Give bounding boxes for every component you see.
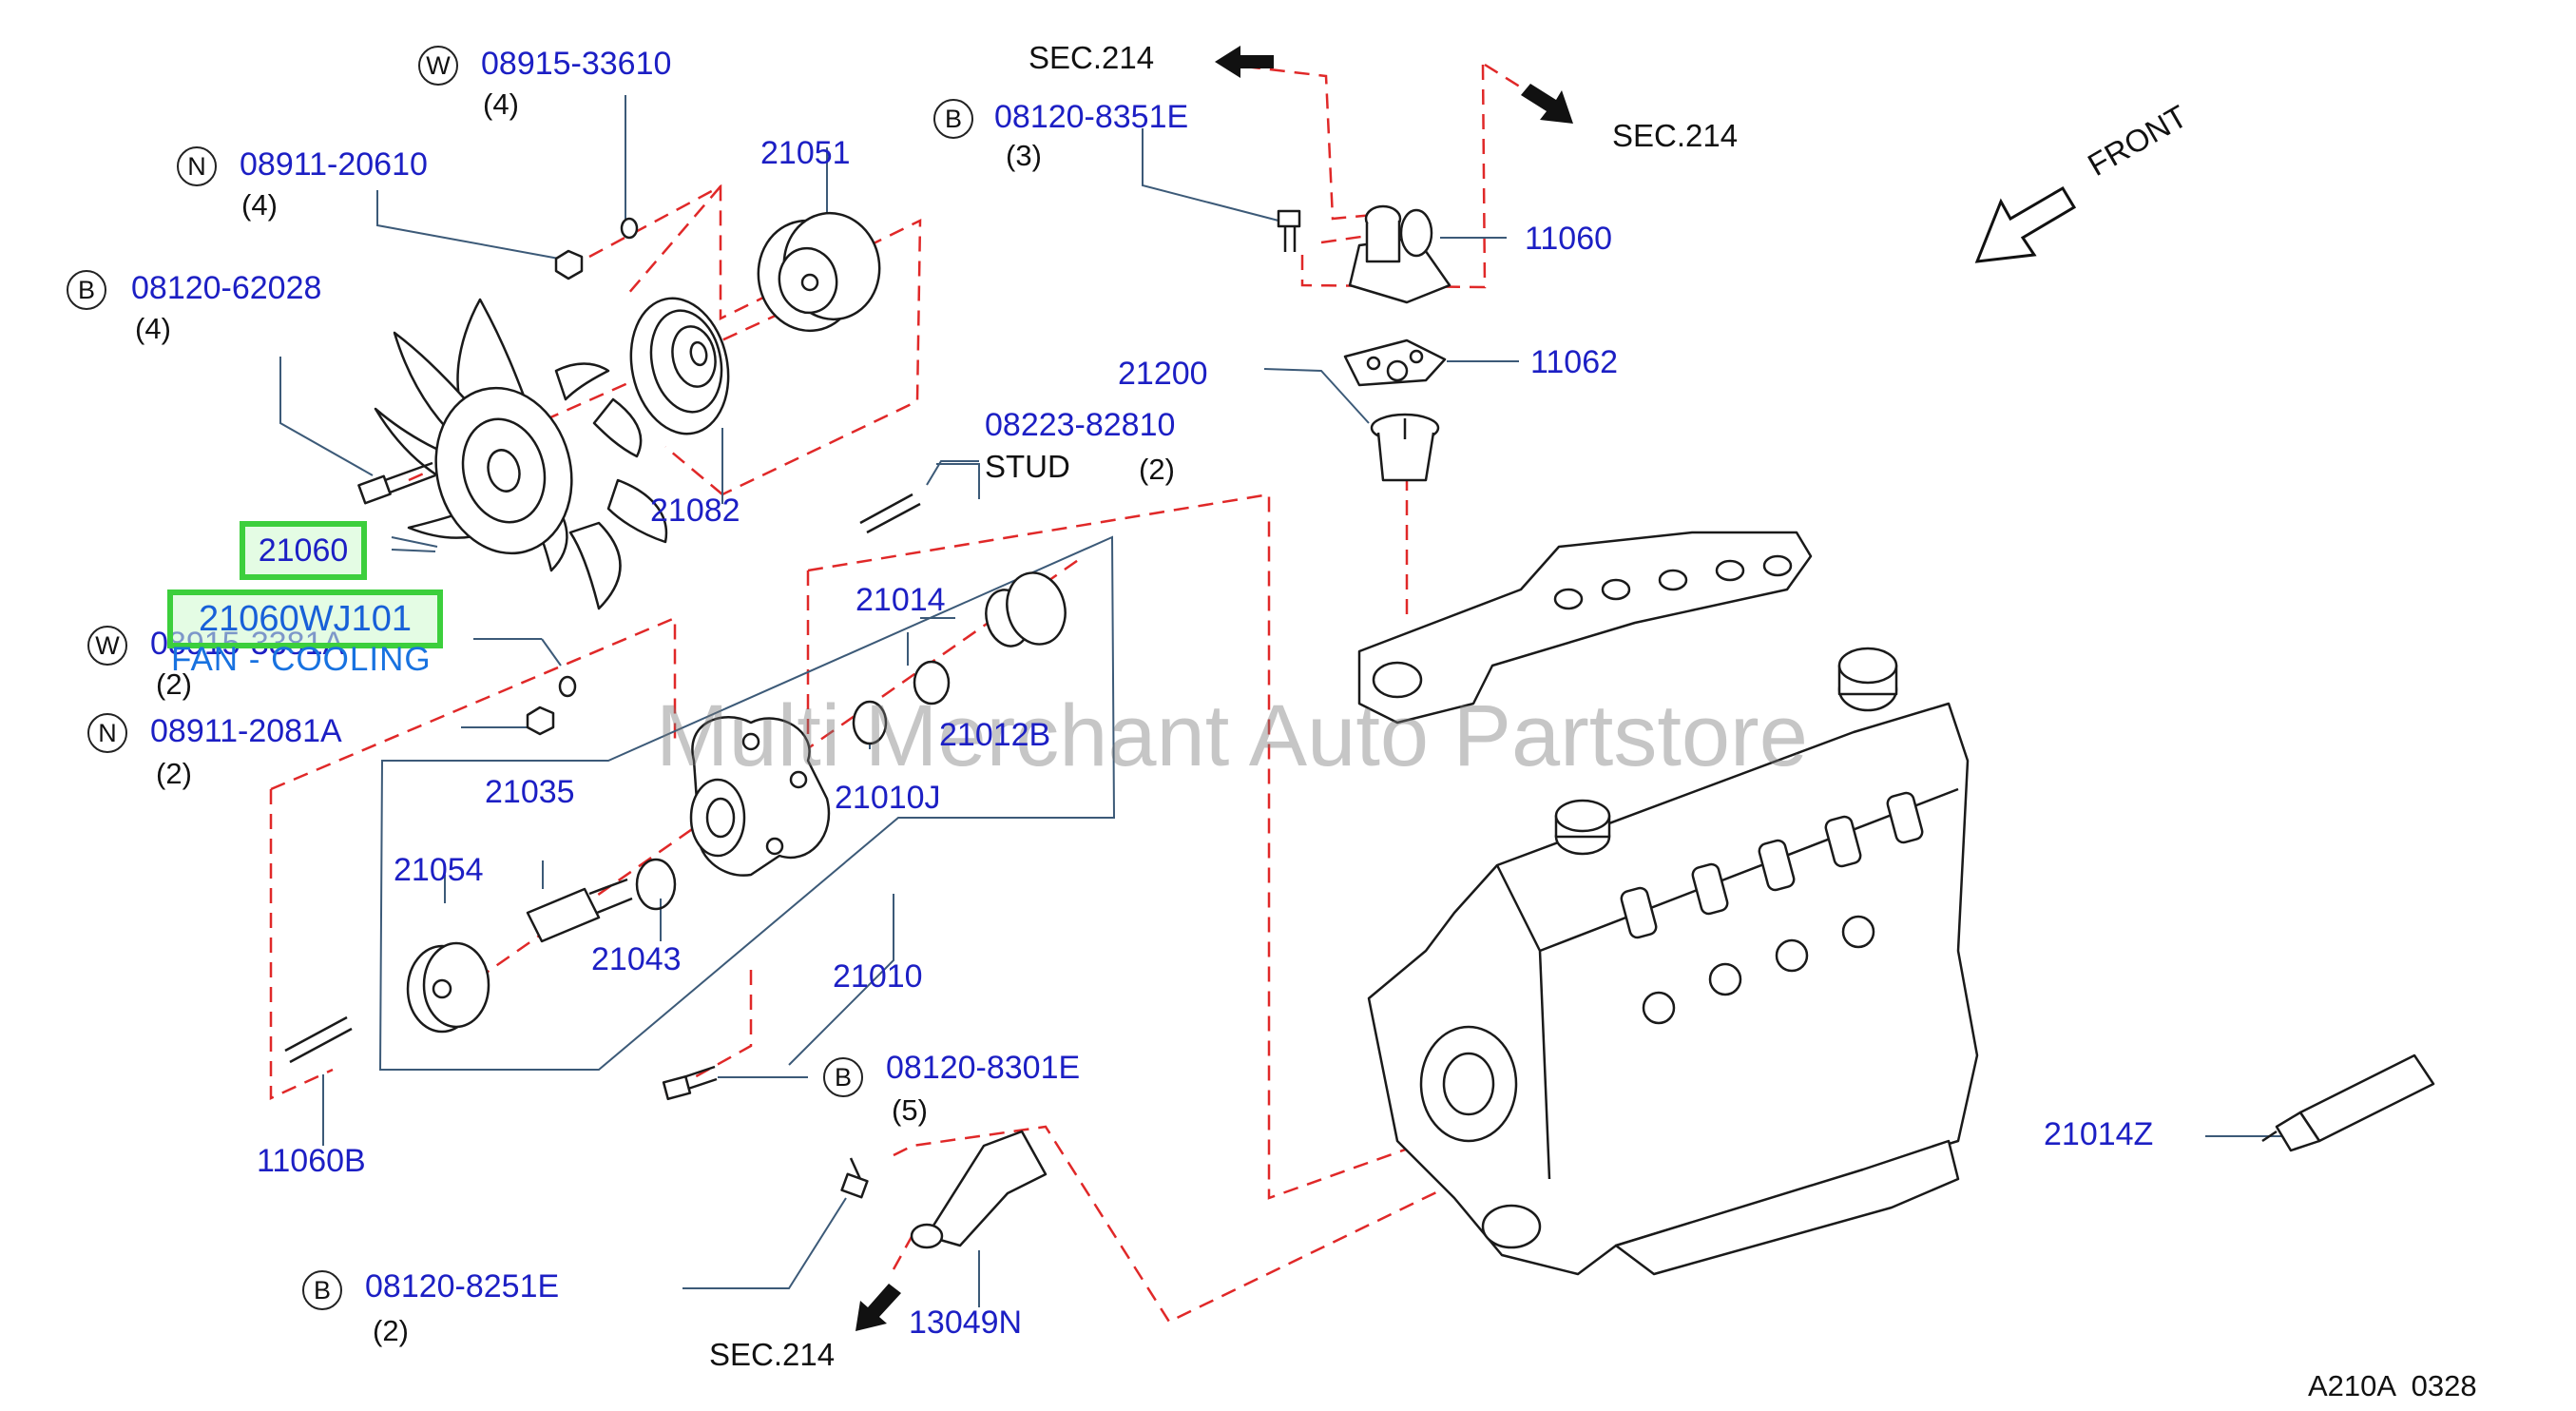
part-link-13049N[interactable]: 13049N [909, 1305, 1023, 1341]
stud-drawing [859, 493, 921, 534]
fastener-type-badge: W [418, 46, 458, 86]
fastener-qty: (2) [156, 757, 192, 790]
part-link-21010J[interactable]: 21010J [835, 780, 941, 816]
pulley-drawing [757, 211, 881, 333]
fastener-qty: (2) [156, 667, 192, 701]
part-link-21014[interactable]: 21014 [855, 582, 946, 618]
part-link-11060[interactable]: 11060 [1525, 221, 1613, 257]
engine-block-drawing [1367, 647, 1979, 1276]
thermostat-drawing [1370, 413, 1440, 482]
highlighted-catalog-number[interactable]: 21060WJ101 [167, 590, 443, 648]
part-link-11060B[interactable]: 11060B [257, 1143, 366, 1179]
part-link-21054[interactable]: 21054 [394, 852, 484, 888]
stud-qty: (2) [1139, 453, 1175, 486]
highlighted-part-number: 21060 [258, 532, 349, 569]
fastener-type-badge: B [823, 1057, 863, 1097]
fan-clutch-drawing [629, 297, 730, 435]
arrow-sec214-right [1521, 84, 1573, 124]
fastener-type-badge: N [177, 146, 217, 186]
sealant-tube-drawing [2261, 1053, 2435, 1152]
section-arrows [855, 46, 1573, 1331]
fastener-type-badge: B [933, 99, 973, 139]
part-link-21051[interactable]: 21051 [760, 135, 851, 171]
fastener-type-badge: W [87, 626, 127, 666]
fastener-part-link[interactable]: 08120-8251E [365, 1268, 560, 1305]
fastener-type-badge: N [87, 713, 127, 753]
fastener-qty: (4) [135, 312, 171, 345]
part-drawings [284, 204, 2435, 1276]
fastener-part-link[interactable]: 08915-33610 [481, 46, 672, 82]
bolt-drawing [357, 461, 436, 505]
watermark-text: Multi Merchant Auto Partstore [656, 687, 1808, 784]
section-ref-top[interactable]: SEC.214 [1028, 40, 1155, 75]
highlighted-part-21060[interactable]: 21060 [240, 521, 367, 580]
water-pump-drawing [689, 716, 831, 877]
fastener-part-link[interactable]: 08911-20610 [240, 146, 428, 183]
stud-label: STUD [985, 449, 1070, 484]
fastener-qty: (5) [892, 1093, 928, 1127]
fastener-part-link[interactable]: 08120-8351E [994, 99, 1189, 135]
fastener-part-link[interactable]: 08120-62028 [131, 270, 322, 306]
fastener-qty: (4) [241, 188, 278, 222]
fastener-qty: (2) [373, 1314, 409, 1347]
manifold-drawing [1357, 531, 1813, 725]
part-link-21014Z[interactable]: 21014Z [2044, 1116, 2154, 1152]
part-link-11062[interactable]: 11062 [1530, 344, 1619, 380]
thermostat-housing-drawing [1348, 204, 1451, 304]
stud-part-link[interactable]: 08223-82810 [985, 407, 1176, 443]
part-link-21035[interactable]: 21035 [485, 774, 575, 810]
leader-lines [279, 95, 2281, 1307]
fastener-part-link[interactable]: 08911-2081A [150, 713, 342, 749]
stud-leader [926, 460, 979, 486]
fastener-qty: (3) [1006, 139, 1042, 172]
fastener-qty: (4) [483, 87, 519, 121]
fastener-type-badge: B [67, 270, 106, 310]
part-description: FAN - COOLING [171, 641, 432, 678]
front-arrow-icon [1974, 185, 2077, 263]
part-link-21200[interactable]: 21200 [1118, 356, 1208, 392]
catalog-number-text: 21060WJ101 [199, 598, 412, 639]
water-outlet-drawing [925, 1130, 1048, 1247]
part-link-21010[interactable]: 21010 [833, 958, 923, 995]
arrow-sec214-top [1215, 46, 1274, 78]
fastener-part-link[interactable]: 08120-8301E [886, 1050, 1081, 1086]
water-pump-assembly-box [378, 535, 1116, 1071]
part-link-21082[interactable]: 21082 [650, 493, 740, 529]
section-ref-bottom[interactable]: SEC.214 [709, 1337, 836, 1372]
fastener-type-badge: B [302, 1270, 342, 1310]
shaft-drawing [526, 878, 633, 943]
cooling-fan-drawing [374, 298, 668, 610]
diagram-code: A210A 0328 [2308, 1369, 2477, 1402]
part-link-21012B[interactable]: 21012B [939, 717, 1051, 753]
part-link-21043[interactable]: 21043 [591, 941, 682, 977]
section-ref-right[interactable]: SEC.214 [1612, 118, 1739, 153]
arrow-sec214-bottom [855, 1284, 901, 1331]
